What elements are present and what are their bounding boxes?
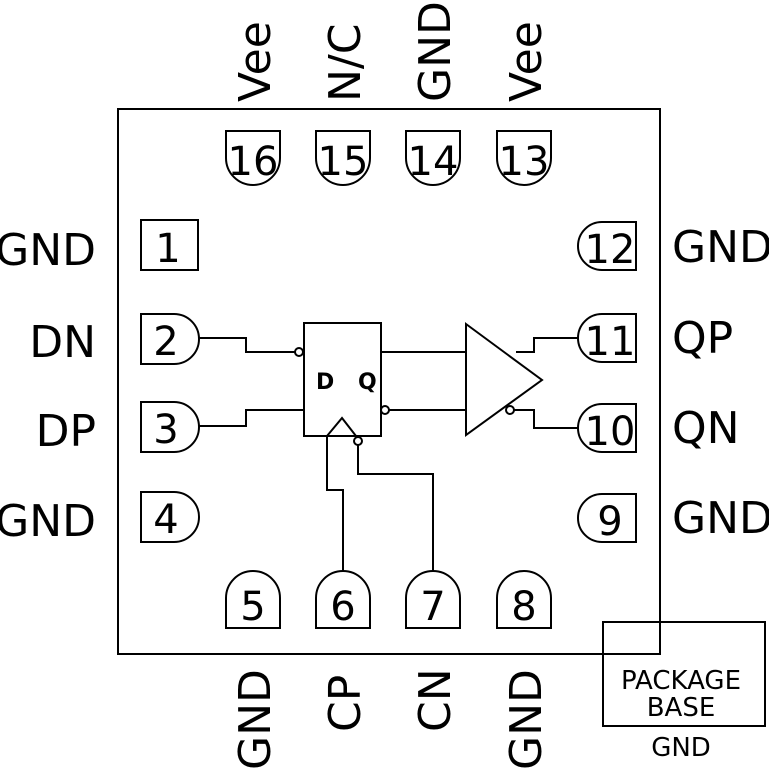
package-base-box: [602, 621, 766, 727]
pin-1-label: GND: [0, 225, 96, 276]
pin-6-label: CP: [320, 675, 371, 732]
pin-14-pad: 14: [405, 130, 461, 186]
pin-7-number: 7: [420, 584, 445, 630]
pin-9-label: GND: [672, 493, 769, 544]
pin-13-label: Vee: [501, 21, 552, 102]
pin-7-pad: 7: [405, 570, 461, 630]
pin-8-number: 8: [511, 584, 536, 630]
pin-15-pad: 15: [315, 130, 371, 186]
pin-9-pad: 9: [577, 493, 637, 545]
pin-12-label: GND: [672, 222, 769, 273]
pin-11-number: 11: [585, 319, 636, 365]
pin-3-label: DP: [36, 406, 96, 457]
pin-13-number: 13: [499, 139, 550, 185]
pin-16-number: 16: [228, 139, 279, 185]
signal-wires: [199, 337, 578, 571]
qn-inversion-bubble: [380, 405, 390, 415]
pin-6-pad: 6: [315, 570, 371, 630]
pin-12-pad: 12: [577, 221, 637, 273]
pin-2-pad: 2: [140, 313, 200, 365]
flip-flop-q-label: Q: [358, 370, 377, 395]
clock-input-triangle: [326, 416, 357, 437]
pin-8-pad: 8: [496, 570, 552, 630]
cn-inversion-bubble: [353, 436, 363, 446]
pin-4-label: GND: [0, 496, 96, 547]
pin-10-pad: 10: [577, 403, 637, 455]
pin-2-number: 2: [153, 319, 178, 365]
pin-10-number: 10: [585, 409, 636, 455]
package-outline: [117, 108, 661, 655]
pin-14-number: 14: [408, 139, 459, 185]
pin-3-pad: 3: [140, 401, 200, 453]
buffer-inversion-bubble: [505, 405, 515, 415]
pin-1-pad: 1: [140, 219, 199, 272]
pin-5-label: GND: [230, 669, 281, 770]
pin-10-label: QN: [672, 403, 740, 454]
package-base-gnd: GND: [651, 733, 711, 763]
pin-2-label: DN: [29, 317, 96, 368]
package-base-line1: PACKAGE: [621, 666, 741, 696]
pin-13-pad: 13: [496, 130, 552, 186]
flip-flop-d-label: D: [316, 370, 334, 395]
dn-inversion-bubble: [294, 347, 304, 357]
pin-6-number: 6: [330, 584, 355, 630]
pin-4-pad: 4: [140, 491, 200, 543]
pin-15-number: 15: [318, 139, 369, 185]
pin-8-label: GND: [501, 669, 552, 770]
d-flip-flop: D Q: [294, 322, 390, 446]
pin-3-number: 3: [153, 407, 178, 453]
pin-16-pad: 16: [225, 130, 281, 186]
pin-7-label: CN: [410, 668, 461, 732]
pin-16-label: Vee: [230, 21, 281, 102]
pin-5-pad: 5: [225, 570, 281, 630]
pin-4-number: 4: [153, 497, 178, 543]
pin-11-label: QP: [672, 313, 733, 364]
pin-11-pad: 11: [577, 313, 637, 365]
pin-14-label: GND: [410, 1, 461, 102]
pin-1-number: 1: [155, 226, 180, 272]
pin-12-number: 12: [585, 227, 636, 273]
output-buffer: [465, 322, 544, 437]
pin-9-number: 9: [597, 499, 622, 545]
pin-5-number: 5: [240, 584, 265, 630]
package-base-line2: BASE: [647, 693, 716, 723]
pin-15-label: N/C: [320, 24, 371, 102]
